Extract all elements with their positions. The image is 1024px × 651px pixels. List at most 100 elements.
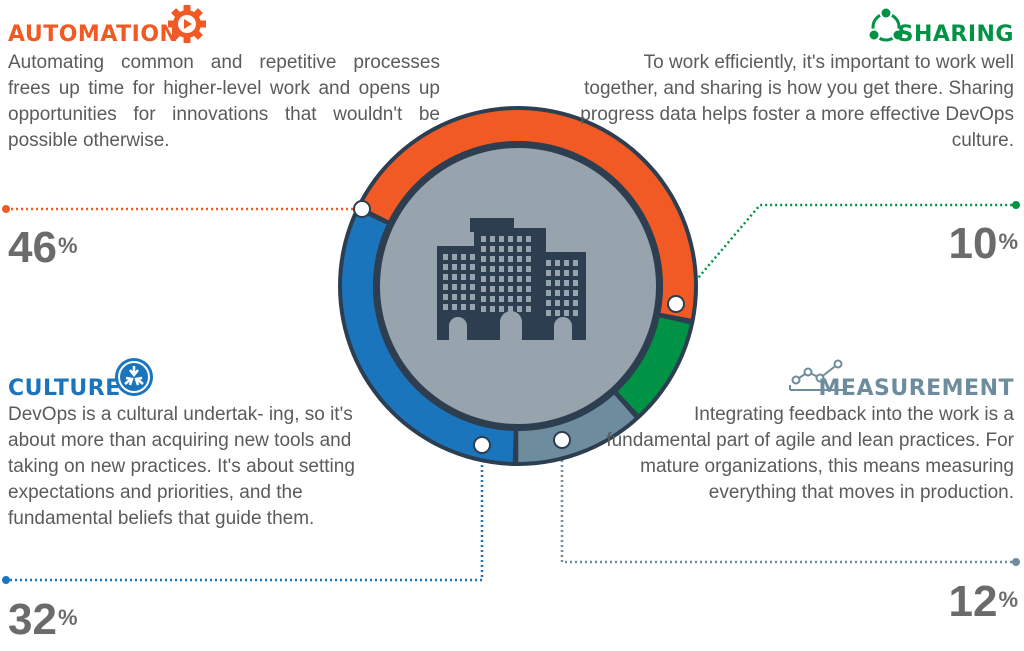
building-window — [555, 300, 560, 306]
share-nodes-icon — [867, 6, 905, 42]
donut-slice-sharing — [617, 317, 690, 415]
building-window — [499, 306, 504, 312]
building-window — [443, 274, 448, 280]
building-window — [508, 266, 513, 272]
building-window — [526, 306, 531, 312]
sharing-title: SHARING — [897, 22, 1014, 47]
building-window — [517, 246, 522, 252]
building-window — [517, 266, 522, 272]
building-window — [499, 266, 504, 272]
line-graph-icon — [789, 359, 846, 391]
building-window — [499, 236, 504, 242]
building-window — [546, 270, 551, 276]
building-window — [517, 296, 522, 302]
donut-slice-measurement — [518, 394, 635, 462]
building-window — [555, 310, 560, 316]
building-window — [546, 300, 551, 306]
building-window — [573, 280, 578, 286]
building-window — [526, 276, 531, 282]
building-window — [470, 264, 475, 270]
building-window — [564, 300, 569, 306]
building-window — [573, 290, 578, 296]
sharing-marker — [667, 295, 685, 313]
building-window — [470, 304, 475, 310]
building-window — [452, 294, 457, 300]
automation-description: Automating common and repetitive process… — [8, 52, 440, 151]
gear-play-icon — [168, 5, 206, 43]
building-window — [555, 290, 560, 296]
building-window — [517, 276, 522, 282]
building-window — [546, 260, 551, 266]
building-window — [517, 256, 522, 262]
measurement-connector — [560, 440, 1016, 564]
building-window — [481, 306, 486, 312]
building-window — [452, 254, 457, 260]
building-window — [452, 284, 457, 290]
donut-slice-automation — [361, 109, 695, 319]
building-window — [499, 296, 504, 302]
building-window — [470, 254, 475, 260]
building-window — [452, 304, 457, 310]
sharing-connector — [675, 203, 1016, 305]
building-window — [481, 296, 486, 302]
building-window — [490, 236, 495, 242]
donut-slice-culture — [342, 211, 514, 462]
building-window — [573, 300, 578, 306]
building-window — [546, 310, 551, 316]
automation-connector-end — [2, 205, 10, 213]
building-window — [526, 266, 531, 272]
building-window — [499, 256, 504, 262]
building-window — [526, 246, 531, 252]
measurement-description: Integrating feedback into the work is a … — [606, 404, 1014, 503]
building-window — [517, 306, 522, 312]
culture-connector — [6, 445, 484, 582]
building-window — [461, 274, 466, 280]
measurement-percentage: 12% — [948, 577, 1018, 626]
building-window — [526, 256, 531, 262]
culture-description: DevOps is a cultural undertak- ing, so i… — [8, 404, 355, 529]
building-window — [564, 310, 569, 316]
building-window — [461, 294, 466, 300]
building-window — [555, 280, 560, 286]
building-window — [481, 256, 486, 262]
building-window — [461, 264, 466, 270]
gear-tooth — [183, 5, 191, 13]
building-window — [452, 264, 457, 270]
building-window — [490, 276, 495, 282]
building-window — [573, 310, 578, 316]
building-window — [517, 236, 522, 242]
building-window — [481, 266, 486, 272]
sharing-percentage: 10% — [948, 219, 1018, 268]
building-window — [546, 290, 551, 296]
building-window — [564, 270, 569, 276]
building-window — [481, 236, 486, 242]
building-doors — [449, 311, 572, 340]
building-window — [508, 236, 513, 242]
building-window — [452, 274, 457, 280]
building-window — [490, 256, 495, 262]
culture-marker — [473, 436, 491, 454]
building-window — [526, 236, 531, 242]
building-window — [555, 260, 560, 266]
building-window — [443, 284, 448, 290]
building-window — [443, 304, 448, 310]
building-window — [481, 246, 486, 252]
measurement-marker — [553, 431, 571, 449]
building-window — [499, 276, 504, 282]
building-window — [461, 304, 466, 310]
building-windows — [443, 236, 578, 316]
building-window — [443, 264, 448, 270]
building-window — [517, 286, 522, 292]
building-window — [499, 246, 504, 252]
building-window — [490, 286, 495, 292]
building-window — [573, 260, 578, 266]
building-window — [573, 270, 578, 276]
building-window — [470, 284, 475, 290]
building-window — [490, 306, 495, 312]
building-window — [461, 284, 466, 290]
building-window — [481, 286, 486, 292]
building-window — [555, 270, 560, 276]
building-window — [490, 296, 495, 302]
building-window — [470, 274, 475, 280]
building-window — [481, 276, 486, 282]
